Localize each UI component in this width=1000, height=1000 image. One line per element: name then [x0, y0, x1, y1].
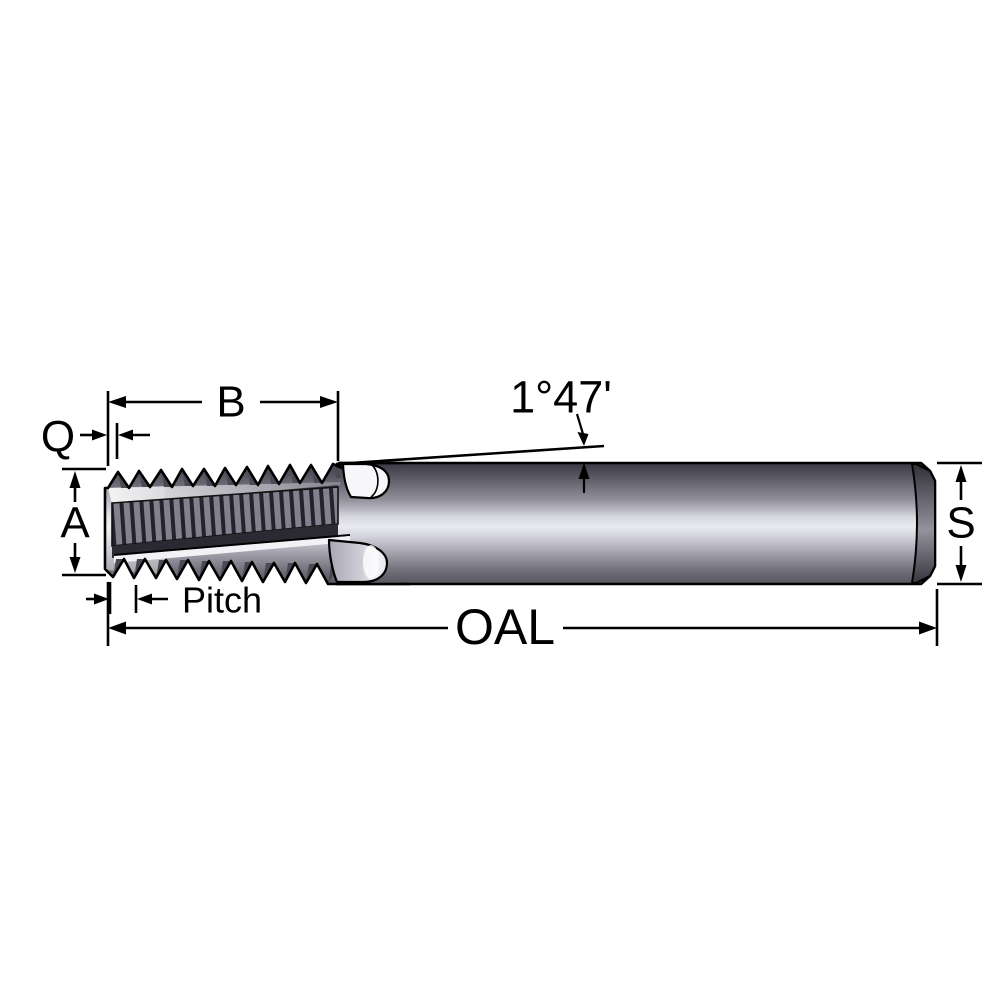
pitch-arrowhead-left-pointing [137, 593, 152, 605]
s-arrowhead-up [955, 465, 967, 482]
oal-arrowhead-left [108, 621, 126, 635]
a-arrowhead-down [69, 557, 81, 573]
dim-oal-label: OAL [455, 599, 555, 655]
q-arrowhead-left-pointing [118, 429, 133, 441]
taper-reference-line [335, 444, 605, 466]
thread-outline [103, 462, 343, 586]
taper-angle-arrowhead-up [578, 463, 590, 479]
dim-q: Q [41, 413, 150, 462]
dim-pitch: Pitch [86, 580, 262, 621]
dim-b: B [106, 378, 340, 466]
dim-q-label: Q [41, 413, 75, 462]
shank-end-chamfer [910, 463, 936, 584]
flute-highlight [114, 536, 350, 563]
pitch-arrowhead-right-pointing [94, 593, 109, 605]
shank [338, 461, 937, 586]
dim-s-label: S [946, 499, 975, 548]
threaded-section [103, 461, 410, 586]
oal-arrowhead-right [919, 621, 937, 635]
a-arrowhead-up [69, 471, 81, 488]
dim-a: A [60, 467, 106, 577]
b-arrowhead-right [320, 396, 338, 408]
flute-highlight-edge [113, 534, 351, 556]
top-flute-runout [341, 462, 391, 500]
dim-oal: OAL [106, 582, 939, 655]
taper-angle-arrowhead-down [577, 432, 589, 446]
dim-s: S [937, 461, 982, 586]
top-flute-facet-line [370, 464, 379, 498]
dim-taper-angle: 1°47' [510, 372, 612, 493]
shank-body [338, 461, 937, 586]
b-arrowhead-left [108, 396, 126, 408]
taper-angle-leader [575, 413, 585, 435]
bottom-flute-highlight [363, 545, 379, 579]
s-arrowhead-down [955, 565, 967, 582]
dim-pitch-label: Pitch [182, 580, 262, 621]
taper-angle-label: 1°47' [510, 372, 612, 423]
dim-a-label: A [60, 499, 90, 548]
dim-b-label: B [216, 378, 245, 427]
q-arrowhead-right-pointing [92, 429, 107, 441]
tool-drawing [103, 444, 937, 586]
